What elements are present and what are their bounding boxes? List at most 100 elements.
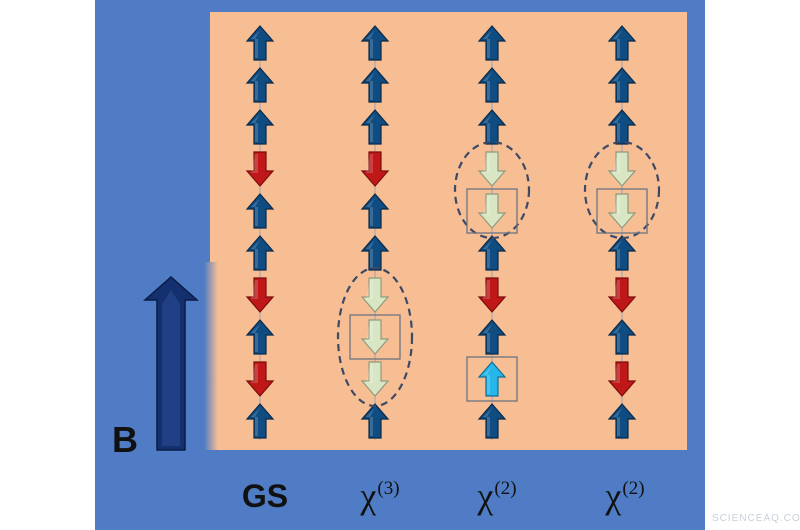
flipped-spin-arrow-icon [360, 361, 390, 397]
arrow-sheen [483, 240, 492, 268]
flipped-spin-arrow-icon [360, 319, 390, 355]
spin-down-arrow-icon [245, 151, 275, 187]
spin-up-arrow-icon [245, 25, 275, 61]
arrow-sheen [251, 280, 258, 299]
flip-region-ellipse [336, 266, 414, 408]
watermark-text: SCIENCEAQ.COM [712, 513, 800, 524]
spin-up-arrow-icon [360, 109, 390, 145]
arrow-sheen [366, 408, 375, 436]
spin-up-arrow-icon [245, 193, 275, 229]
spin-up-arrow-icon [607, 109, 637, 145]
arrow-sheen [251, 364, 258, 383]
arrow-sheen [613, 154, 620, 173]
arrow-sheen [483, 30, 492, 58]
arrow-sheen [366, 198, 375, 226]
arrow-sheen [613, 30, 622, 58]
flipped-spin-up-arrow-icon [477, 361, 507, 397]
magnetic-field-arrow [143, 275, 199, 451]
column-label-chi3: χ(3) [320, 474, 440, 525]
spin-down-arrow-icon [360, 151, 390, 187]
panel-edge-fade [204, 262, 218, 450]
spin-up-arrow-icon [477, 67, 507, 103]
highlight-box [349, 314, 401, 360]
flip-region-ellipse [583, 140, 661, 240]
highlight-box [466, 188, 518, 234]
arrow-sheen [613, 114, 622, 142]
arrow-sheen [613, 364, 620, 383]
arrow-sheen [483, 72, 492, 100]
arrow-sheen [251, 30, 260, 58]
arrow-sheen [251, 154, 258, 173]
arrow-sheen [613, 72, 622, 100]
arrow-sheen [251, 324, 260, 352]
arrow-sheen [366, 322, 373, 341]
spin-down-arrow-icon [245, 361, 275, 397]
arrow-sheen [366, 280, 373, 299]
spin-up-arrow-icon [477, 25, 507, 61]
spin-up-arrow-icon [477, 403, 507, 439]
arrow-sheen [613, 324, 622, 352]
column-label-text: GS [241, 478, 289, 514]
column-label-superscript: (3) [377, 478, 400, 499]
flip-region-ellipse [453, 140, 531, 240]
spin-up-arrow-icon [607, 403, 637, 439]
column-label-gs: GS [205, 474, 325, 518]
column-label-text: χ [605, 476, 622, 516]
column-label-superscript: (2) [622, 478, 645, 499]
arrow-sheen [366, 240, 375, 268]
arrow-sheen [483, 114, 492, 142]
arrow-sheen [251, 198, 260, 226]
flipped-spin-arrow-icon [360, 277, 390, 313]
column-label-chi2-a: χ(2) [437, 474, 557, 525]
spin-up-arrow-icon [607, 235, 637, 271]
spin-up-arrow-icon [607, 25, 637, 61]
spin-up-arrow-icon [245, 403, 275, 439]
arrow-sheen [366, 364, 373, 383]
flipped-spin-arrow-icon [607, 151, 637, 187]
highlight-box [596, 188, 648, 234]
arrow-sheen [483, 408, 492, 436]
arrow-sheen [366, 72, 375, 100]
arrow-sheen [251, 72, 260, 100]
spin-down-arrow-icon [607, 361, 637, 397]
arrow-sheen [483, 280, 490, 299]
column-label-superscript: (2) [494, 478, 517, 499]
column-label-text: χ [477, 476, 494, 516]
spin-up-arrow-icon [360, 193, 390, 229]
arrow-sheen [251, 240, 260, 268]
spin-up-arrow-icon [360, 403, 390, 439]
arrow-sheen [613, 408, 622, 436]
spin-up-arrow-icon [607, 67, 637, 103]
spin-up-arrow-icon [245, 319, 275, 355]
arrow-sheen [483, 366, 492, 394]
arrow-sheen [613, 280, 620, 299]
spin-up-arrow-icon [245, 109, 275, 145]
arrow-sheen [613, 196, 620, 215]
arrow-sheen [366, 114, 375, 142]
spin-up-arrow-icon [360, 25, 390, 61]
spin-down-arrow-icon [245, 277, 275, 313]
column-label-text: χ [360, 476, 377, 516]
spin-up-arrow-icon [607, 319, 637, 355]
highlight-box [466, 356, 518, 402]
arrow-sheen [366, 154, 373, 173]
field-label: B [112, 419, 138, 460]
spin-up-arrow-icon [245, 235, 275, 271]
spin-up-arrow-icon [360, 235, 390, 271]
spin-chain-panel [210, 12, 687, 450]
flipped-spin-arrow-icon [607, 193, 637, 229]
spin-up-arrow-icon [360, 67, 390, 103]
spin-down-arrow-icon [477, 277, 507, 313]
arrow-sheen [483, 196, 490, 215]
spin-up-arrow-icon [477, 109, 507, 145]
arrow-sheen [483, 154, 490, 173]
column-label-chi2-b: χ(2) [565, 474, 685, 525]
arrow-sheen [613, 240, 622, 268]
spin-down-arrow-icon [607, 277, 637, 313]
flipped-spin-arrow-icon [477, 151, 507, 187]
spin-up-arrow-icon [477, 235, 507, 271]
arrow-sheen [366, 30, 375, 58]
arrow-sheen [483, 324, 492, 352]
spin-up-arrow-icon [245, 67, 275, 103]
